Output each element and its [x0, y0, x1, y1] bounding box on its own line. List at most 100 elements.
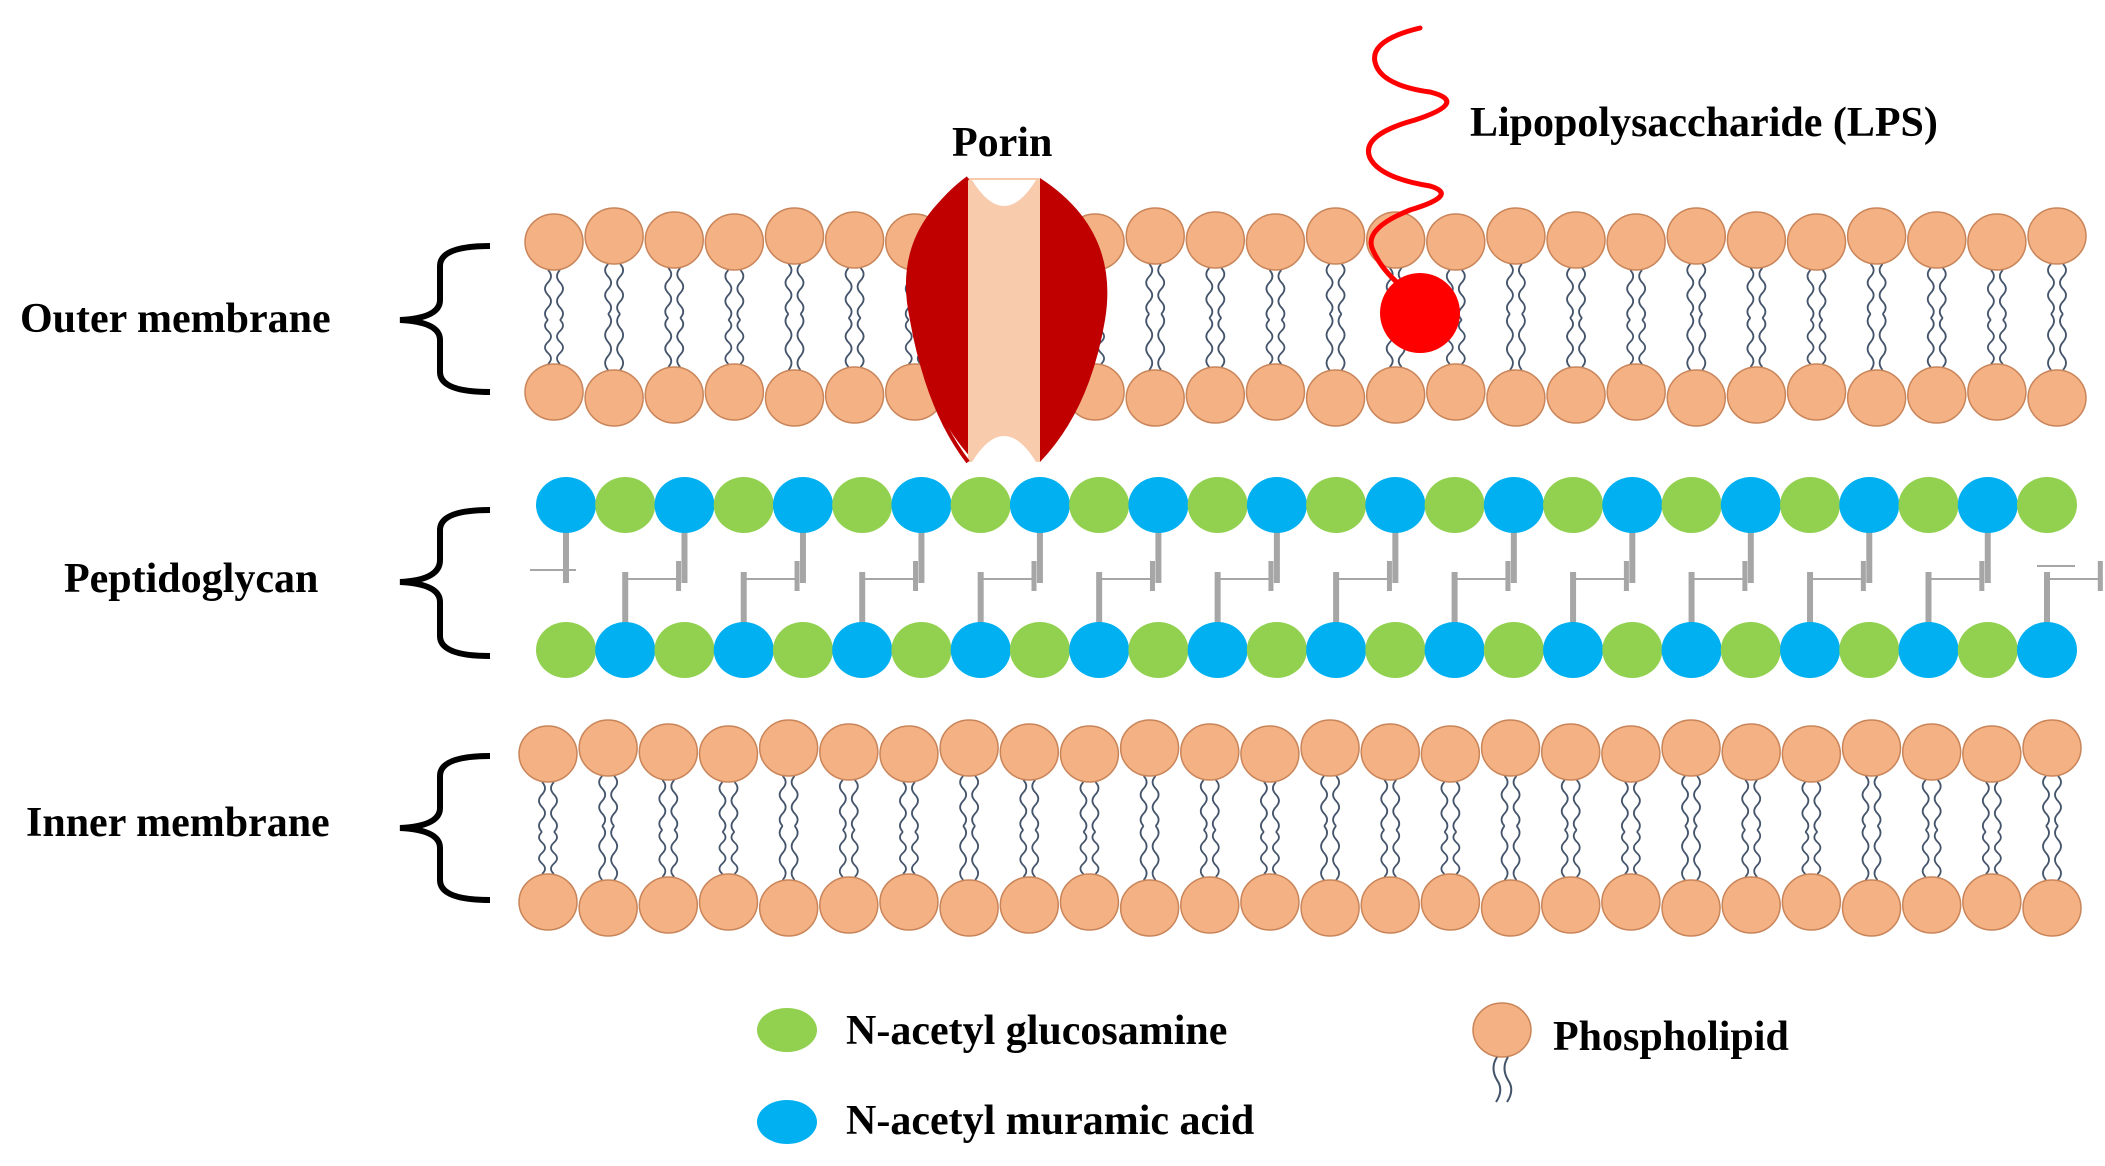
outer-phospholipid-tail: [1337, 313, 1346, 371]
outer-phospholipid-tail: [1986, 319, 1995, 365]
porin-left-edge: [907, 176, 970, 464]
outer-phospholipid-head-bottom: [1546, 366, 1606, 424]
outer-phospholipid-tail: [2059, 263, 2067, 315]
inner-phospholipid-tail: [1981, 831, 1990, 875]
nag-unit: [1661, 477, 1722, 533]
outer-phospholipid-tail: [2047, 313, 2055, 371]
inner-phospholipid-tail: [550, 781, 558, 833]
nam-unit: [950, 622, 1011, 678]
inner-phospholipid-tail: [718, 781, 727, 833]
nam-unit: [1839, 477, 1900, 533]
inner-phospholipid-head-bottom: [638, 876, 699, 934]
nag-unit: [1424, 477, 1485, 533]
inner-phospholipid-tail: [1801, 781, 1810, 833]
inner-phospholipid-tail: [1019, 779, 1028, 831]
inner-phospholipid-tail: [971, 825, 980, 881]
inner-phospholipid-head-top: [1601, 725, 1661, 783]
inner-phospholipid-head-bottom: [1721, 876, 1781, 934]
legend-phospholipid-tail-left: [1492, 1056, 1502, 1103]
inner-phospholipid-tail: [1512, 825, 1521, 881]
inner-membrane-heads: [518, 719, 2082, 937]
nam-unit: [1898, 622, 1959, 678]
inner-phospholipid-tail: [778, 825, 787, 881]
outer-phospholipid-tail: [676, 267, 685, 319]
inner-membrane-bracket: [399, 753, 491, 903]
inner-phospholipid-head-bottom: [1661, 879, 1721, 937]
peptidoglycan-crosslinks: [530, 527, 2103, 628]
inner-phospholipid-tail: [1741, 829, 1750, 878]
outer-phospholipid-head-top: [1666, 207, 1727, 265]
inner-phospholipid-tail: [658, 779, 667, 831]
outer-phospholipid-head-bottom: [1305, 369, 1366, 427]
outer-phospholipid-head-top: [1245, 213, 1306, 271]
inner-phospholipid-head-bottom: [1540, 876, 1601, 934]
nam-unit: [1128, 477, 1189, 533]
outer-phospholipid-tail: [856, 317, 865, 368]
outer-phospholipid-head-top: [1185, 211, 1246, 269]
outer-phospholipid-head-bottom: [1666, 369, 1727, 427]
outer-phospholipid-head-bottom: [1426, 363, 1486, 421]
inner-phospholipid-tail: [730, 831, 739, 875]
outer-phospholipid-tail: [1806, 319, 1815, 365]
inner-phospholipid-tail: [1139, 825, 1148, 881]
outer-membrane-tails: [544, 263, 2067, 371]
inner-phospholipid-tail: [1681, 775, 1689, 827]
outer-phospholipid-head-bottom: [1125, 369, 1185, 427]
inner-phospholipid-tail: [1933, 829, 1942, 878]
inner-phospholipid-tail: [1392, 829, 1401, 878]
inner-phospholipid-tail: [1813, 831, 1822, 875]
inner-phospholipid-head-top: [518, 725, 578, 783]
inner-phospholipid-head-top: [1901, 723, 1962, 781]
inner-phospholipid-tail: [1572, 779, 1581, 831]
outer-phospholipid-tail: [1866, 263, 1875, 315]
nag-unit: [536, 622, 596, 678]
inner-phospholipid-head-top: [1540, 723, 1601, 781]
outer-phospholipid-tail: [1698, 263, 1707, 315]
outer-phospholipid-tail: [796, 263, 805, 315]
outer-phospholipid-tail: [1325, 263, 1334, 315]
inner-phospholipid-head-bottom: [999, 876, 1060, 934]
outer-phospholipid-head-bottom: [1846, 369, 1907, 427]
outer-phospholipid-tail: [844, 267, 853, 319]
outer-phospholipid-tail: [616, 263, 625, 315]
nam-unit: [1187, 622, 1248, 678]
inner-phospholipid-head-bottom: [578, 879, 638, 937]
nag-unit: [1365, 622, 1426, 678]
outer-phospholipid-tail: [1818, 319, 1827, 365]
inner-phospholipid-head-top: [819, 723, 879, 781]
outer-phospholipid-head-top: [644, 211, 704, 269]
nam-unit: [1602, 477, 1663, 533]
nag-unit: [713, 477, 774, 533]
outer-phospholipid-tail: [1806, 269, 1815, 321]
inner-phospholipid-tail: [1392, 779, 1401, 831]
outer-phospholipid-tail: [1506, 313, 1514, 371]
nam-unit: [832, 622, 893, 678]
nam-unit: [1009, 477, 1070, 533]
outer-phospholipid-head-top: [764, 207, 825, 265]
outer-phospholipid-tail: [616, 313, 625, 371]
outer-phospholipid-head-top: [1786, 213, 1847, 271]
nag-unit: [1839, 622, 1900, 678]
inner-phospholipid-head-bottom: [2022, 879, 2082, 937]
outer-phospholipid-tail: [844, 317, 853, 368]
outer-phospholipid-head-bottom: [1245, 363, 1306, 421]
outer-phospholipid-tail: [664, 267, 673, 319]
nag-unit: [1246, 622, 1307, 678]
outer-membrane-heads: [524, 207, 2087, 427]
inner-phospholipid-tail: [1753, 829, 1762, 878]
inner-phospholipid-tail: [610, 775, 619, 827]
legend-nag-label: N-acetyl glucosamine: [846, 1008, 1227, 1054]
inner-phospholipid-tail: [1452, 831, 1461, 875]
porin-protein: [905, 176, 1108, 464]
outer-phospholipid-head-top: [1726, 211, 1787, 269]
nam-unit: [2017, 622, 2077, 678]
outer-phospholipid-tail: [736, 319, 745, 365]
inner-phospholipid-tail: [1272, 831, 1280, 875]
outer-phospholipid-tail: [1938, 317, 1947, 368]
peptidoglycan-label: Peptidoglycan: [64, 556, 318, 602]
nag-unit: [1128, 622, 1189, 678]
outer-phospholipid-tail: [1217, 267, 1226, 319]
nag-unit: [891, 622, 952, 678]
outer-phospholipid-tail: [1265, 319, 1274, 365]
outer-phospholipid-head-top: [1125, 207, 1185, 265]
